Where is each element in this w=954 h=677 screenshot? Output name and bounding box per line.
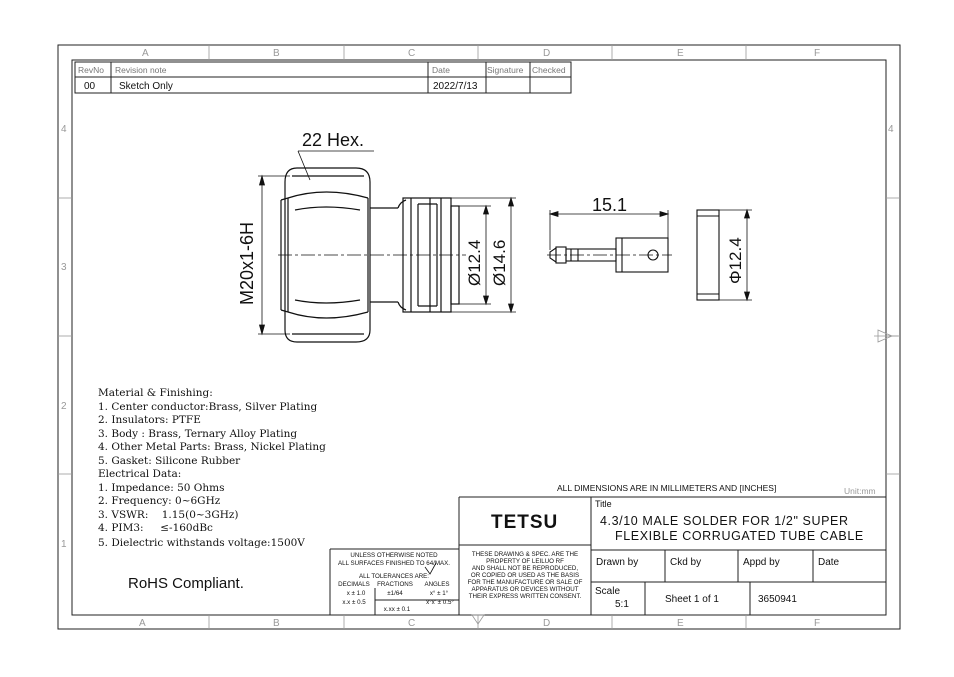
rev-cell-note: Sketch Only [119, 81, 173, 92]
col-label-top: E [677, 48, 684, 59]
col-label-top: B [273, 48, 280, 59]
property-line: THESE DRAWING & SPEC. ARE THE [472, 551, 578, 558]
row-label-left: 3 [61, 262, 67, 273]
tolerance-line: ALL SURFACES FINISHED TO 64/MAX. [338, 560, 450, 567]
ckd-by-label: Ckd by [670, 557, 701, 568]
tolerance-value: x ± 1.0 [347, 590, 366, 597]
rev-header-date: Date [432, 65, 450, 75]
appd-by-label: Appd by [743, 557, 780, 568]
property-notice: THESE DRAWING & SPEC. ARE THE PROPERTY O… [468, 551, 583, 600]
rev-header-note: Revision note [115, 65, 167, 75]
diameter-dimensions [451, 196, 516, 314]
tolerance-line: ALL TOLERANCES ARE: [359, 573, 429, 580]
sheet-label: Sheet 1 of 1 [665, 594, 719, 605]
tolerance-head: FRACTIONS [377, 581, 413, 588]
tolerance-line: UNLESS OTHERWISE NOTED [350, 552, 438, 559]
rev-cell-revno: 00 [84, 81, 96, 92]
row-label-right: 4 [888, 124, 894, 135]
col-label-bottom: B [273, 618, 280, 629]
diameter-label-1: Ø12.4 [465, 240, 484, 286]
surface-finish-icon [424, 562, 437, 575]
property-line: OR COPIED OR USED AS THE BASIS [471, 572, 579, 579]
note-line: 3. Body : Brass, Ternary Alloy Plating [98, 428, 297, 440]
hex-label: 22 Hex. [302, 130, 364, 150]
note-line: 2. Frequency: 0~6GHz [98, 495, 221, 507]
rev-header-checked: Checked [532, 65, 566, 75]
property-line: THEIR EXPRESS WRITTEN CONSENT. [469, 593, 582, 600]
property-line: AND SHALL NOT BE REPRODUCED, [472, 565, 579, 572]
col-label-top: D [543, 48, 550, 59]
note-line: 2. Insulators: PTFE [98, 414, 201, 426]
note-line: 5. Dielectric withstands voltage:1500V [98, 537, 305, 549]
unit-label: Unit:mm [844, 486, 876, 496]
col-label-top: A [142, 48, 149, 59]
note-line: 3. VSWR: 1.15(0~3GHz) [98, 509, 239, 521]
ring-diameter-label: Φ12.4 [726, 237, 745, 284]
notes-block: Material & Finishing: 1. Center conducto… [98, 387, 326, 549]
tolerance-value: x° ± 1° [430, 590, 449, 597]
revision-table: RevNo Revision note Date Signature Check… [74, 61, 572, 94]
rev-header-signature: Signature [487, 65, 524, 75]
title-block-grid [329, 496, 886, 615]
part-number: 3650941 [758, 594, 797, 605]
tolerance-value: x.x ± 0.5 [342, 599, 366, 606]
tolerance-value: x.xx ± 0.1 [384, 606, 411, 613]
note-line: 4. Other Metal Parts: Brass, Nickel Plat… [98, 441, 326, 453]
row-label-left: 4 [61, 124, 67, 135]
col-label-bottom: C [408, 618, 415, 629]
drawn-by-label: Drawn by [596, 557, 638, 568]
rohs-label: RoHS Compliant. [128, 575, 244, 592]
col-label-top: C [408, 48, 415, 59]
tolerance-value: ±1/64 [387, 590, 403, 597]
thread-label: M20x1-6H [237, 222, 257, 305]
note-line: 5. Gasket: Silicone Rubber [98, 455, 241, 467]
col-label-bottom: D [543, 618, 550, 629]
note-line: 4. PIM3: ≤-160dBc [98, 522, 213, 534]
projection-symbol-icon [874, 329, 898, 343]
ring-view [696, 209, 720, 301]
outer-border [57, 44, 901, 630]
property-line: PROPERTY OF LEILUO RF [486, 558, 564, 565]
tolerance-block: UNLESS OTHERWISE NOTED ALL SURFACES FINI… [338, 552, 454, 613]
length-dimension [548, 210, 670, 250]
dimensions-note: ALL DIMENSIONS ARE IN MILLIMETERS AND [I… [557, 483, 776, 493]
col-label-bottom: A [139, 618, 146, 629]
scale-value: 5:1 [615, 599, 629, 610]
length-label: 15.1 [592, 195, 627, 215]
note-line: 1. Center conductor:Brass, Silver Platin… [98, 401, 317, 413]
ring-dimension [719, 208, 752, 302]
property-line: APPARATUS OR DEVICES WITHOUT [471, 586, 578, 593]
center-pin-view [549, 237, 669, 273]
centre-mark-icon [471, 614, 485, 625]
diameter-label-2: Ø14.6 [490, 240, 509, 286]
tolerance-value: x°x' ± 0.5° [426, 599, 454, 606]
col-label-bottom: F [814, 618, 820, 629]
col-label-bottom: E [677, 618, 684, 629]
title-line-2: FLEXIBLE CORRUGATED TUBE CABLE [615, 529, 864, 543]
note-line: Material & Finishing: [98, 387, 213, 399]
note-line: 1. Impedance: 50 Ohms [98, 482, 225, 494]
rev-cell-date: 2022/7/13 [433, 81, 478, 92]
date-label: Date [818, 557, 840, 568]
rev-header-revno: RevNo [78, 65, 104, 75]
property-line: FOR THE MANUFACTURE OR SALE OF [468, 579, 583, 586]
title-label: Title [595, 499, 612, 509]
thread-dimension [258, 174, 290, 336]
tolerance-head: ANGLES [424, 581, 449, 588]
hex-leader [297, 150, 374, 181]
title-line-1: 4.3/10 MALE SOLDER FOR 1/2" SUPER [600, 514, 849, 528]
scale-label: Scale [595, 586, 620, 597]
tolerance-head: DECIMALS [338, 581, 370, 588]
company-logo: TETSU [491, 512, 558, 533]
col-label-top: F [814, 48, 820, 59]
row-label-left: 2 [61, 401, 67, 412]
row-label-left: 1 [61, 539, 67, 550]
note-line: Electrical Data: [98, 468, 181, 480]
